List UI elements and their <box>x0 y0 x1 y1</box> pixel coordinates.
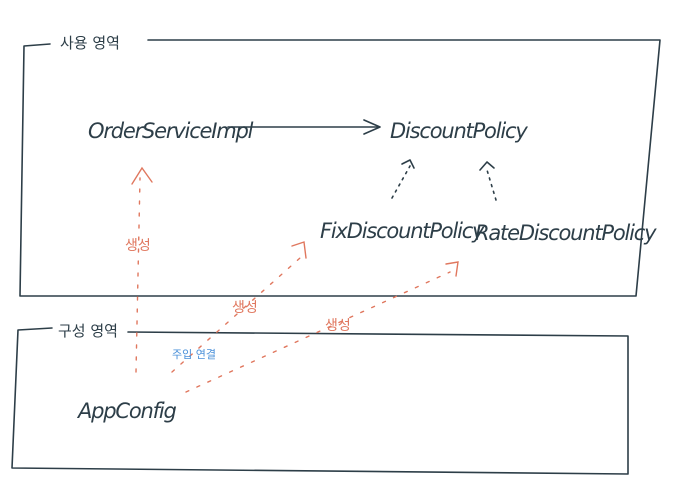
config-region-border <box>11 327 629 475</box>
usage-region-border <box>19 39 661 297</box>
usage-region: 사용 영역 <box>19 34 661 297</box>
implements-arrow-fix <box>391 159 415 199</box>
discount-policy-node: DiscountPolicy <box>390 119 528 143</box>
create-arrow-fix-policy <box>171 241 307 373</box>
create-label-rate-policy: 생성 <box>325 318 351 334</box>
inject-label: 주입 연결 <box>172 348 216 361</box>
config-region: 구성 영역 <box>11 322 629 475</box>
create-arrow-rate-policy <box>185 261 459 393</box>
usage-region-label: 사용 영역 <box>60 34 120 52</box>
dependency-arrow <box>227 119 381 135</box>
app-config-node: AppConfig <box>76 399 176 423</box>
config-region-label: 구성 영역 <box>58 322 118 340</box>
implements-arrow-rate <box>479 161 497 201</box>
create-arrow-order-service <box>131 166 153 373</box>
create-label-fix-policy: 생성 <box>232 300 258 316</box>
order-service-impl-node: OrderServiceImpl <box>88 119 254 143</box>
rate-discount-policy-node: RateDiscountPolicy <box>475 221 657 245</box>
create-label-order-service: 생성 <box>125 238 151 254</box>
fix-discount-policy-node: FixDiscountPolicy <box>320 219 485 243</box>
